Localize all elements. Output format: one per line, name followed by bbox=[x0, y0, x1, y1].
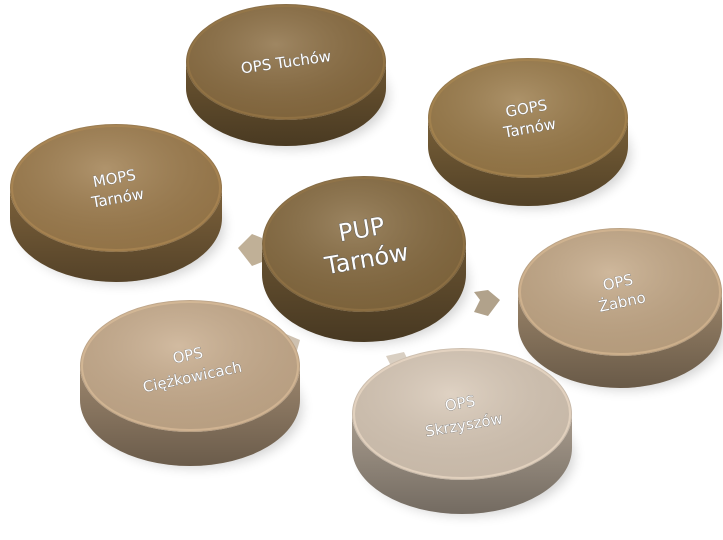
disc-mops-tarnow: MOPSTarnów bbox=[10, 124, 224, 284]
disc-top-shine bbox=[262, 176, 466, 312]
disc-rim bbox=[263, 177, 465, 311]
label-line: OPS bbox=[444, 392, 477, 415]
disc-ops-skrzyszow: OPSSkrzyszów bbox=[352, 348, 574, 516]
disc-rim bbox=[519, 229, 721, 355]
disc-side-shade bbox=[428, 118, 628, 206]
disc-ops-ciezkowicach: OPSCiężkowicach bbox=[80, 300, 302, 468]
disc-rim bbox=[187, 5, 385, 119]
arrow-right bbox=[474, 290, 500, 316]
disc-label: MOPSTarnów bbox=[86, 165, 146, 212]
disc-top-shine bbox=[10, 124, 222, 252]
disc-side-shade bbox=[80, 366, 300, 466]
disc-ops-zabno: OPSŻabno bbox=[518, 228, 723, 390]
disc-top-shine bbox=[428, 58, 628, 178]
disc-top-shine bbox=[186, 4, 386, 120]
arrow-left bbox=[238, 234, 262, 266]
disc-top-shine bbox=[352, 348, 572, 480]
disc-side-shade bbox=[352, 414, 572, 514]
disc-ops-tuchow: OPS Tuchów bbox=[186, 4, 388, 149]
disc-side-shade bbox=[518, 292, 722, 388]
disc-top-shine bbox=[518, 228, 722, 356]
disc-rim bbox=[81, 301, 299, 431]
disc-rim bbox=[11, 125, 221, 251]
disc-side-shade bbox=[262, 244, 466, 342]
disc-rim bbox=[429, 59, 627, 177]
disc-side-shade bbox=[10, 188, 222, 282]
disc-side-shade bbox=[186, 62, 386, 146]
disc-rim bbox=[353, 349, 571, 479]
disc-gops-tarnow: GOPSTarnów bbox=[428, 58, 630, 208]
center-disc: PUPTarnów bbox=[262, 176, 468, 344]
disc-top-shine bbox=[80, 300, 300, 432]
